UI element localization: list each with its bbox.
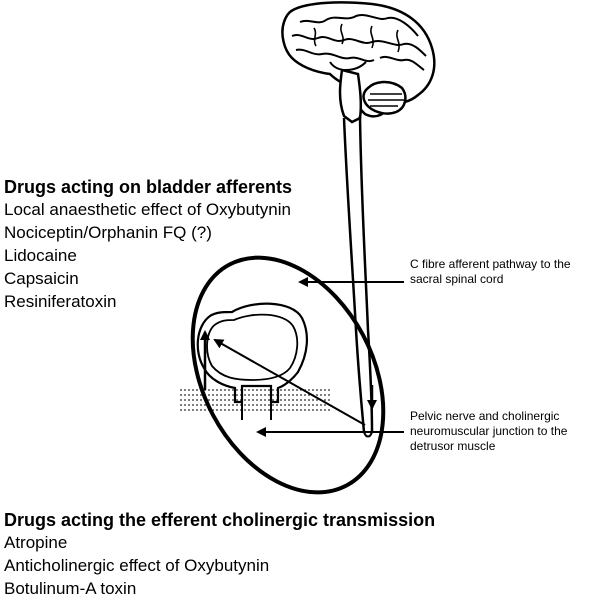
afferent-drug-item: Resiniferatoxin — [4, 292, 117, 311]
pelvic-nerve-label: Pelvic nerve and cholinergic neuromuscul… — [410, 409, 600, 454]
efferent-drug-item: Atropine — [4, 533, 68, 552]
afferent-heading: Drugs acting on bladder afferents — [4, 177, 293, 197]
c-fibre-line-2: sacral spinal cord — [410, 272, 504, 286]
afferent-to-cord-arrow — [213, 339, 366, 426]
pelvic-line-3: detrusor muscle — [410, 439, 496, 453]
pelvic-line-2: neuromuscular junction to the — [410, 424, 568, 438]
innervation-loop — [190, 255, 386, 495]
pelvic-line-1: Pelvic nerve and cholinergic — [410, 409, 560, 423]
afferent-drug-item: Local anaesthetic effect of Oxybutynin — [4, 200, 291, 219]
efferent-drugs-block: Drugs acting the efferent cholinergic tr… — [4, 509, 435, 600]
efferent-heading: Drugs acting the efferent cholinergic tr… — [4, 510, 436, 530]
spinal-cord-icon — [342, 115, 374, 438]
c-fibre-label: C fibre afferent pathway to the sacral s… — [410, 257, 600, 287]
efferent-drug-item: Botulinum-A toxin — [4, 579, 137, 598]
afferent-drug-item: Nociceptin/Orphanin FQ (?) — [4, 223, 212, 242]
afferent-drug-item: Capsaicin — [4, 269, 79, 288]
afferent-drugs-block: Drugs acting on bladder afferents Local … — [4, 176, 292, 313]
brain-icon — [281, 1, 436, 124]
afferent-drug-item: Lidocaine — [4, 246, 77, 265]
c-fibre-line-1: C fibre afferent pathway to the — [410, 257, 571, 271]
efferent-drug-item: Anticholinergic effect of Oxybutynin — [4, 556, 270, 575]
